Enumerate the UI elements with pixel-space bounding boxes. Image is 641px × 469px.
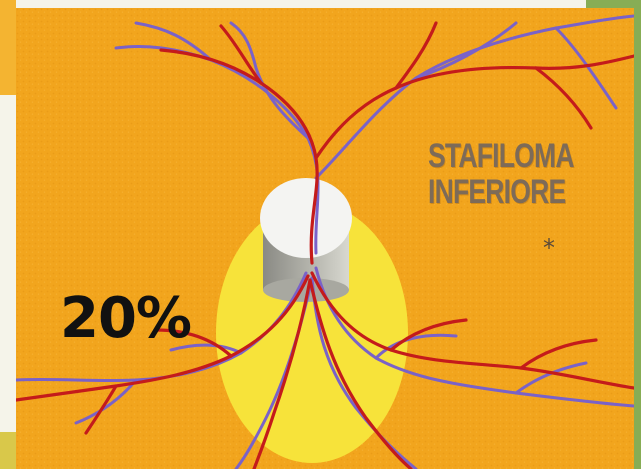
previous-slide-border [0,95,16,435]
percentage-label: 20% [60,286,191,351]
previous-slide-edge [0,0,16,95]
title-line-2: INFERIORE [428,174,565,210]
fundus-diagram [16,8,634,469]
title-line-1: STAFILOMA [428,138,574,174]
fundus-slide: STAFILOMA INFERIORE * 20% [16,8,634,469]
top-border [16,0,586,8]
asterisk-marker: * [543,234,555,262]
